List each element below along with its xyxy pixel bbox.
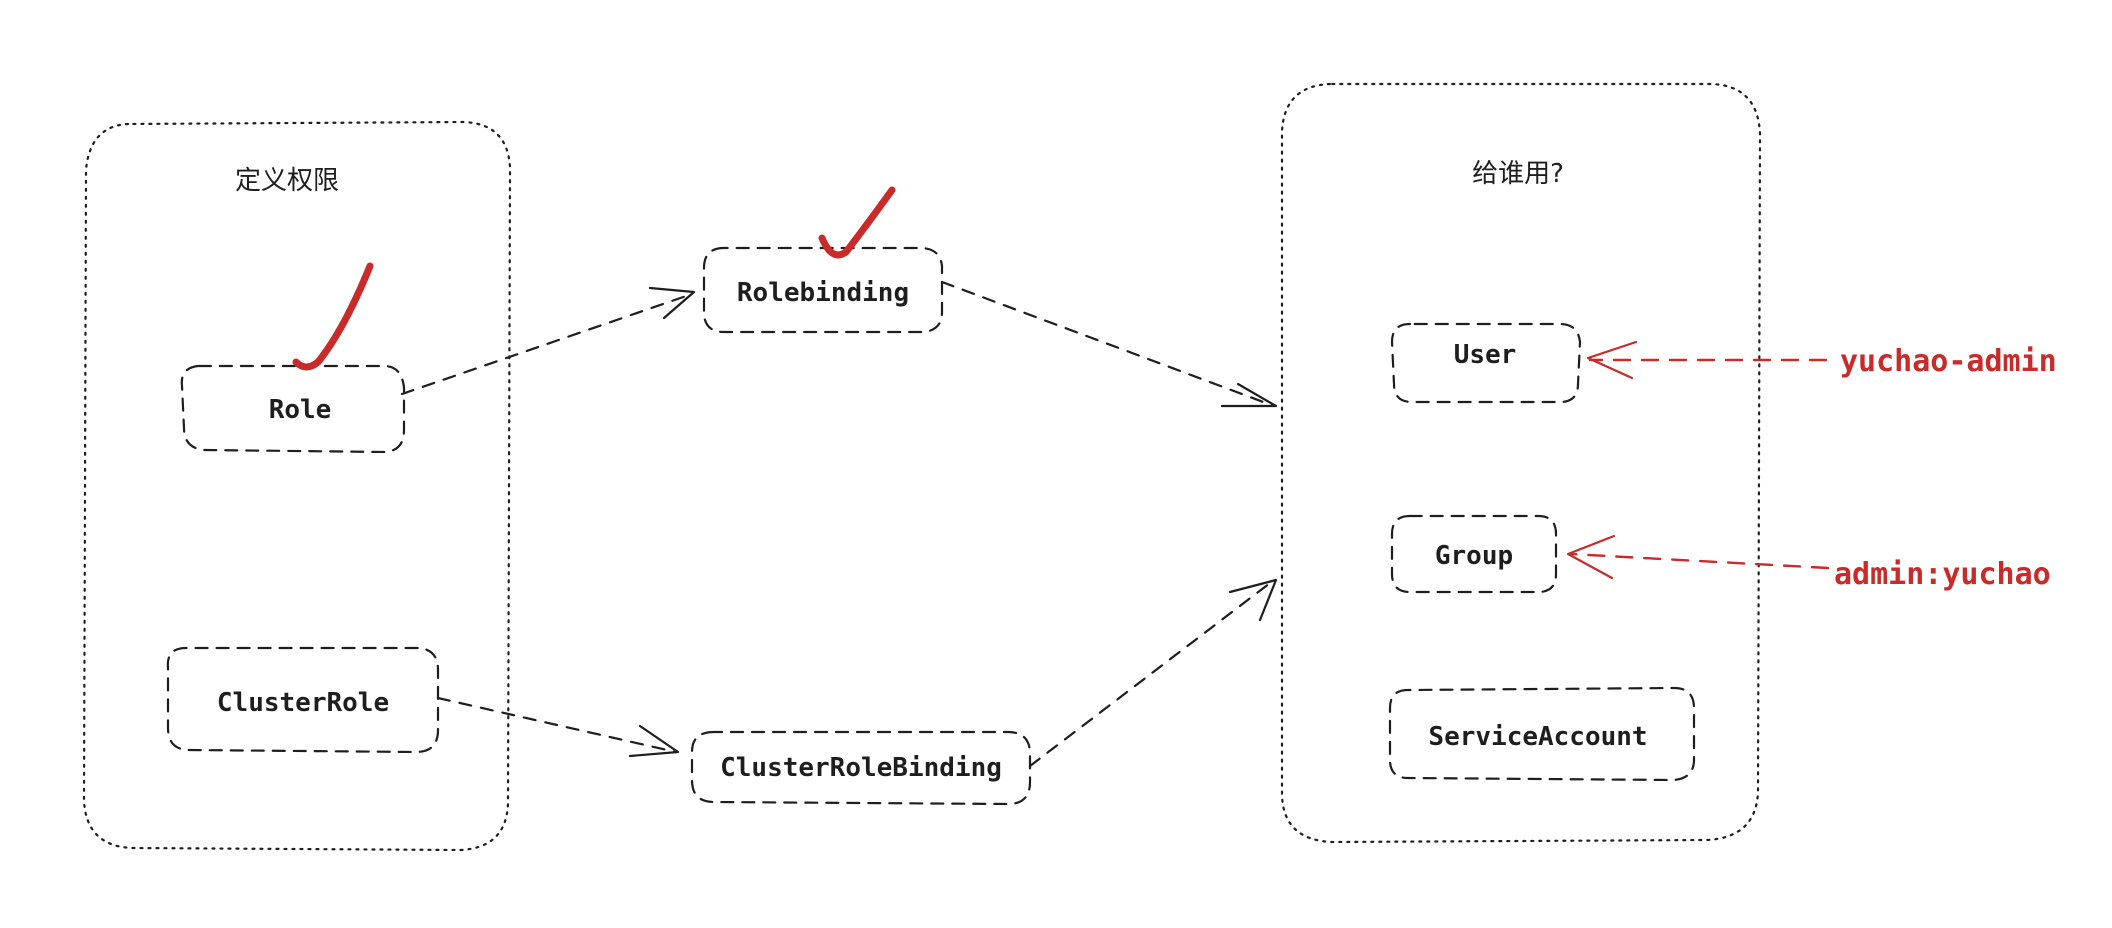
group-define-permissions: 定义权限	[82, 120, 512, 852]
node-cluster-role[interactable]: ClusterRole	[166, 646, 440, 754]
node-cluster-role-binding[interactable]: ClusterRoleBinding	[690, 730, 1032, 806]
arrowhead-clusterrolebinding	[628, 724, 680, 758]
node-user[interactable]: User	[1390, 322, 1582, 404]
group-who-for-label: 给谁用?	[1472, 159, 1564, 189]
node-user-label: User	[1454, 340, 1517, 370]
edge-rolebinding-to-subjects	[940, 280, 1276, 408]
annotation-admin-yuchao: admin:yuchao	[1834, 557, 2051, 592]
arrowhead-subjects-top	[1220, 382, 1278, 408]
edge-clusterrolebinding-to-subjects	[1028, 578, 1276, 768]
node-role-border	[180, 364, 406, 454]
group-who-for-border	[1280, 82, 1762, 844]
node-service-account-border	[1388, 686, 1696, 782]
annotation-yuchao-admin: yuchao-admin	[1840, 344, 2057, 379]
group-define-permissions-label: 定义权限	[235, 166, 339, 196]
node-cluster-role-label: ClusterRole	[217, 688, 389, 718]
arrowhead-user	[1586, 340, 1638, 380]
node-cluster-role-binding-label: ClusterRoleBinding	[720, 753, 1002, 783]
arrowhead-group	[1566, 534, 1616, 580]
node-role-label: Role	[269, 395, 332, 425]
node-cluster-role-border	[166, 646, 440, 754]
edge-clusterrole-to-clusterrolebinding	[436, 696, 678, 754]
annotation-arrows	[1566, 340, 1830, 580]
role-check-mark-icon	[292, 262, 374, 371]
node-group[interactable]: Group	[1390, 514, 1558, 594]
node-cluster-role-binding-border	[690, 730, 1032, 806]
arrowhead-rolebinding	[648, 286, 696, 320]
node-group-border	[1390, 514, 1558, 594]
group-who-for: 给谁用?	[1280, 82, 1762, 844]
node-rolebinding[interactable]: Rolebinding	[702, 246, 944, 334]
arrowhead-subjects-bottom	[1228, 578, 1278, 622]
node-group-label: Group	[1435, 541, 1513, 571]
node-service-account[interactable]: ServiceAccount	[1388, 686, 1696, 782]
edge-role-to-rolebinding	[400, 292, 694, 396]
edges	[400, 280, 1278, 768]
edge-admin-yuchao-to-group	[1568, 552, 1830, 570]
node-user-border	[1390, 322, 1582, 404]
node-rolebinding-border	[702, 246, 944, 334]
node-role[interactable]: Role	[180, 364, 406, 454]
group-define-permissions-border	[82, 120, 512, 852]
node-service-account-label: ServiceAccount	[1428, 722, 1647, 752]
rolebinding-check-mark-icon	[818, 186, 896, 259]
node-rolebinding-label: Rolebinding	[737, 278, 909, 308]
